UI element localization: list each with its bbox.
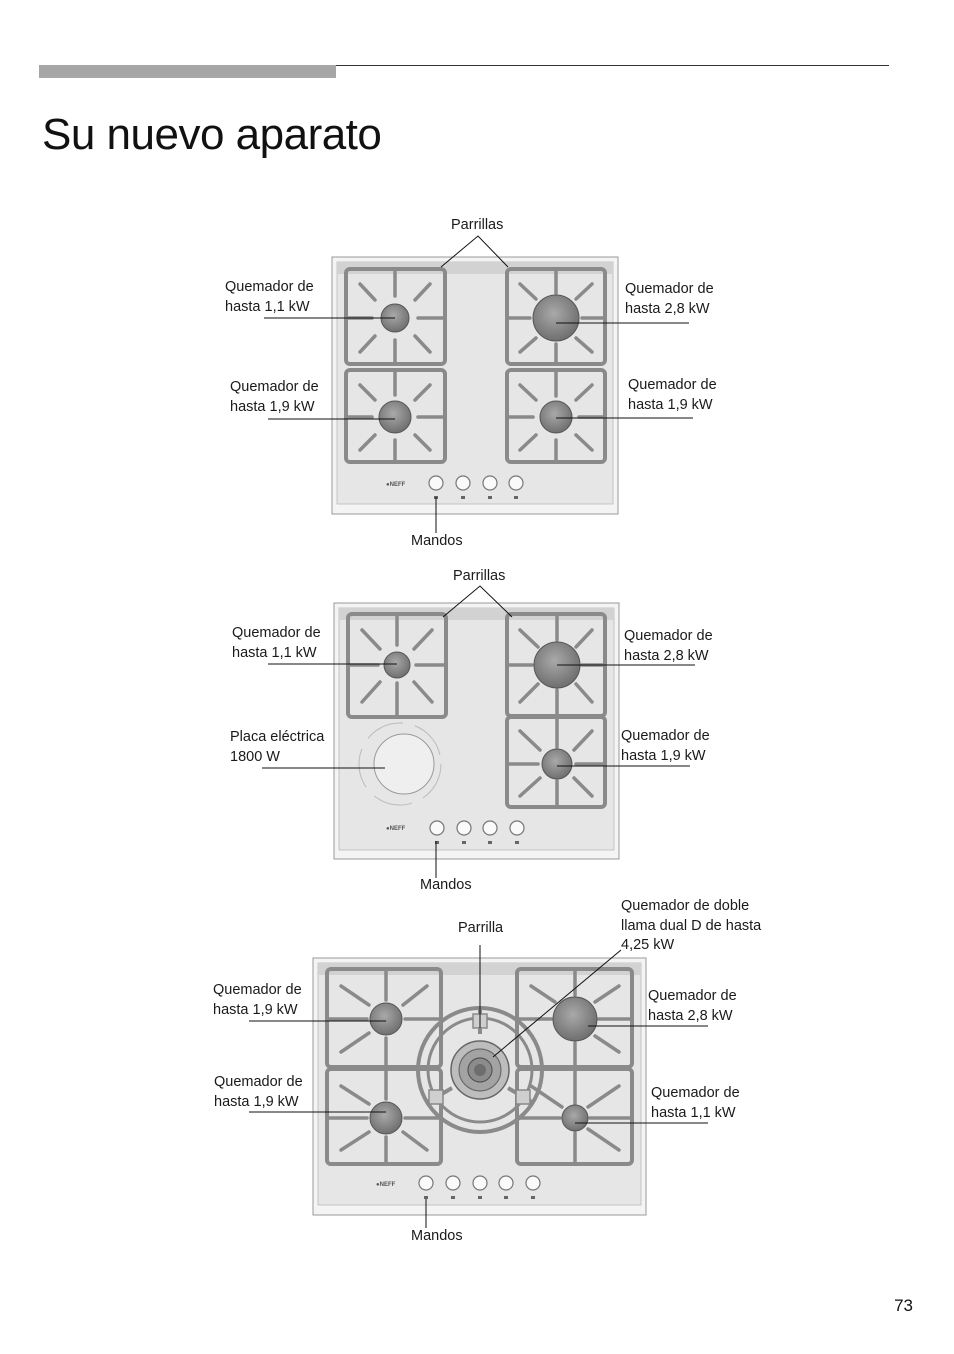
d2-burner-tr-label: Quemador de hasta 2,8 kW [624,628,713,664]
knob-3-5 [525,1175,541,1191]
burner-3-tl [369,1002,403,1036]
hob-diagram-1: ●NEFF [264,235,693,533]
hob-diagram-2: ●NEFF [262,585,695,878]
burner-2-tl [383,651,411,679]
controls-1: ●NEFF [386,475,524,499]
grate-1-bl [344,368,447,464]
d1-burner-br-label: Quemador de hasta 1,9 kW [628,377,717,413]
grate-3-br [515,1067,634,1166]
svg-text:●NEFF: ●NEFF [376,1182,396,1188]
knob-1-1 [428,475,444,491]
header-bar [39,65,336,78]
d1-burner-bl-label: Quemador de hasta 1,9 kW [230,379,319,415]
hob-1-grates [344,267,607,464]
d1-burner-tl-label: Quemador de hasta 1,1 kW [225,279,314,315]
d1-parrillas-label: Parrillas [451,217,504,233]
knob-1-2 [455,475,471,491]
burner-3-bl [369,1101,403,1135]
knob-1-3 [482,475,498,491]
d3-burner-bl-label: Quemador de hasta 1,9 kW [214,1074,303,1110]
burner-1-br [539,400,573,434]
svg-text:●NEFF: ●NEFF [386,482,406,488]
grate-2-tl [346,612,448,719]
grate-2-br [505,715,607,809]
grate-1-tr [505,267,607,366]
knob-3-4 [498,1175,514,1191]
burner-2-br [541,748,573,780]
burner-1-bl [378,400,412,434]
hob-2-panel [338,607,615,851]
d2-electric-plate-label: Placa eléctrica 1800 W [230,729,325,765]
d3-burner-tr-label: Quemador de hasta 2,8 kW [648,988,737,1024]
burner-3-dual [450,1040,510,1100]
knob-1-4 [508,475,524,491]
hob-1-panel [336,261,614,505]
d1-mandos-label: Mandos [411,533,463,549]
knob-2-3 [482,820,498,836]
d3-parrilla-label: Parrilla [458,920,504,936]
knob-3-1 [418,1175,434,1191]
d1-burner-tr-label: Quemador de hasta 2,8 kW [625,281,714,317]
d2-parrillas-label: Parrillas [453,568,506,584]
controls-3: ●NEFF [376,1175,541,1199]
burner-3-tr [552,996,598,1042]
d2-burner-br-label: Quemador de hasta 1,9 kW [621,728,710,764]
controls-2: ●NEFF [386,820,525,844]
burner-1-tr [532,294,580,342]
hob-diagram-3: ●NEFF [249,945,708,1228]
grate-1-br [505,368,607,464]
d3-burner-tl-label: Quemador de hasta 1,9 kW [213,982,302,1018]
page-title: Su nuevo aparato [42,110,382,159]
d2-mandos-label: Mandos [420,877,472,893]
d2-burner-tl-label: Quemador de hasta 1,1 kW [232,625,321,661]
knob-2-1 [429,820,445,836]
grate-1-tl [344,267,447,366]
page-number: 73 [894,1296,913,1315]
burner-3-br [561,1104,589,1132]
electric-plate-2 [358,722,442,806]
svg-text:●NEFF: ●NEFF [386,826,406,832]
knob-2-4 [509,820,525,836]
knob-3-2 [445,1175,461,1191]
knob-2-2 [456,820,472,836]
knob-3-3 [472,1175,488,1191]
d3-mandos-label: Mandos [411,1228,463,1244]
d3-dual-burner-label: Quemador de doble llama dual D de hasta … [621,898,762,953]
d3-burner-br-label: Quemador de hasta 1,1 kW [651,1085,740,1121]
header-rule [336,65,889,66]
